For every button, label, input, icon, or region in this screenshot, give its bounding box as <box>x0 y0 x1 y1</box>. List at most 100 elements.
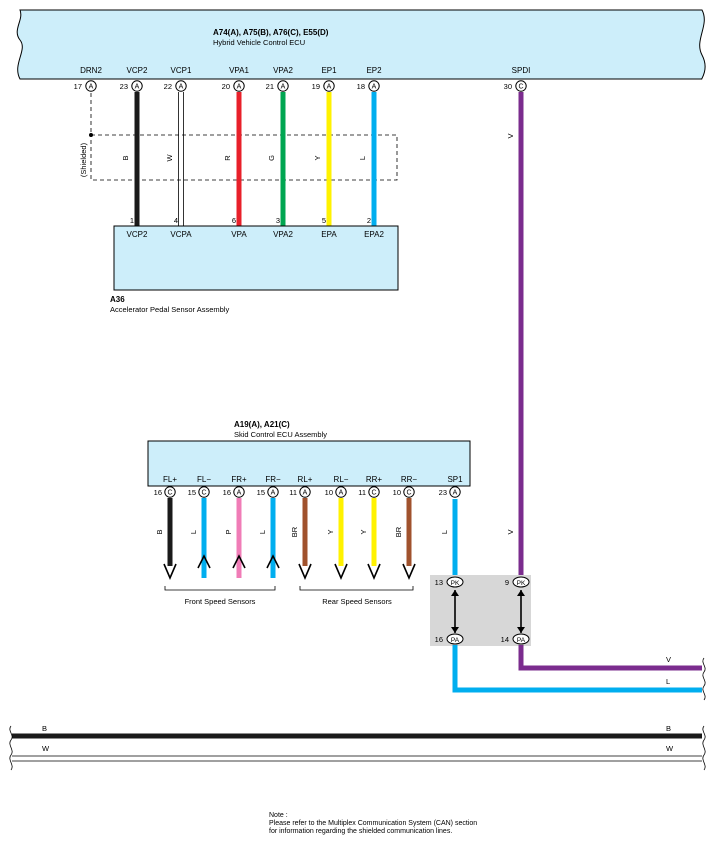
right-wire-l-code: L <box>666 677 670 686</box>
skid-pin-name: FR− <box>265 475 281 484</box>
junction-conn-pa-left-label: PA <box>451 637 460 644</box>
pedal-pin-number: 5 <box>322 216 326 225</box>
skid-pin-connector-letter: A <box>271 490 276 497</box>
skid-pin-connector <box>368 486 380 498</box>
junction-conn-pk-left-label: PK <box>451 580 460 587</box>
skid-pin-connector <box>233 486 245 498</box>
pedal-wire-b: B <box>121 92 140 226</box>
arrow-up-icon <box>266 554 280 569</box>
pedal-pin-number: 4 <box>174 216 178 225</box>
wire-color-code: B <box>121 155 130 160</box>
wire-color-code: G <box>267 155 276 161</box>
junction-pin-num-14: 14 <box>501 635 509 644</box>
break-mark-right-lower <box>702 725 706 771</box>
pedal-pin-name: EPA2 <box>364 230 384 239</box>
skid-pin-connector-letter: A <box>453 490 458 497</box>
hv-pin-connector-letter: A <box>237 84 242 91</box>
hv-pin-connector-letter: A <box>135 84 140 91</box>
skid-wire-color-code: Y <box>359 529 368 534</box>
wire-color-code: L <box>358 156 367 160</box>
pedal-sensor-box <box>113 225 399 291</box>
junction-arrow-right-up <box>517 590 525 596</box>
note-heading: Note : <box>269 812 288 819</box>
skid-pin-number: 11 <box>289 488 297 497</box>
note-line-2: for information regarding the shielded c… <box>269 828 452 835</box>
hv-pin-name: VPA1 <box>229 66 249 75</box>
right-wire-l <box>452 645 702 693</box>
pedal-wire-l: L <box>358 92 377 226</box>
shielded-label: (Shielded) <box>79 142 88 177</box>
pedal-pin-name: EPA <box>321 230 337 239</box>
pedal-pin-name: VPA2 <box>273 230 293 239</box>
skid-wire-color-code: L <box>258 530 267 534</box>
hv-pin-connector <box>323 80 335 92</box>
junction-pin-num-13: 13 <box>435 578 443 587</box>
hv-pin-name: VCP1 <box>171 66 192 75</box>
skid-wire-color-code: L <box>189 530 198 534</box>
spdi-wire-code: V <box>506 133 515 138</box>
hv-pin-name: SPDI <box>512 66 531 75</box>
hv-pin-connector <box>85 80 97 92</box>
hv-pin-connector-letter: A <box>327 84 332 91</box>
hv-pin-number: 17 <box>74 82 82 91</box>
bus-wire-w-code-left: W <box>42 744 50 753</box>
right-wire-v <box>518 645 702 671</box>
hv-pin-connector-letter: A <box>372 84 377 91</box>
skid-pin-name: FR+ <box>231 475 247 484</box>
skid-pin-connector <box>403 486 415 498</box>
skid-pin-connector <box>267 486 279 498</box>
skid-pin-connector <box>335 486 347 498</box>
hv-pin-connector-letter: C <box>518 84 523 91</box>
hv-pin-connector <box>368 80 380 92</box>
rear-sensor-group: Rear Speed Sensors <box>299 586 414 606</box>
pedal-pin-number: 1 <box>130 216 134 225</box>
shield-box <box>90 134 398 181</box>
pedal-pin-name: VCP2 <box>127 230 148 239</box>
hv-pin-name: VPA2 <box>273 66 293 75</box>
skid-wire-color-code: BR <box>290 526 299 537</box>
hv-pin-connector-letter: A <box>281 84 286 91</box>
junction-conn-pk-right <box>512 576 530 588</box>
junction-conn-pk-left <box>446 576 464 588</box>
skid-wire-color-code: P <box>224 529 233 534</box>
arrow-down-icon <box>298 563 312 581</box>
pedal-pin-name: VPA <box>231 230 247 239</box>
pedal-pin-name: VCPA <box>170 230 192 239</box>
rear-speed-sensors-label: Rear Speed Sensors <box>322 597 392 606</box>
hv-pin-number: 20 <box>222 82 230 91</box>
shield-dot <box>89 133 93 137</box>
skid-pin-connector-letter: C <box>406 490 411 497</box>
skid-pin-connector <box>198 486 210 498</box>
bus-wire-b-code-right: B <box>666 724 671 733</box>
break-mark-right-upper <box>702 657 706 701</box>
skid-ecu-code: A19(A), A21(C) <box>234 420 290 429</box>
pedal-wire-y: Y <box>313 92 332 226</box>
skid-pin-number: 23 <box>439 488 447 497</box>
pedal-pin-number: 3 <box>276 216 280 225</box>
wire-color-code: Y <box>313 155 322 160</box>
skid-pin-name: RL− <box>334 475 349 484</box>
arrow-down-icon <box>402 563 416 581</box>
bus-wire-w-code-right: W <box>666 744 674 753</box>
skid-pin-connector-letter: A <box>303 490 308 497</box>
skid-pin-name: RR+ <box>366 475 383 484</box>
right-wires: V L <box>452 645 706 701</box>
pedal-sensor-code: A36 <box>110 295 125 304</box>
hv-pin-number: 22 <box>164 82 172 91</box>
sp1-wire: L <box>440 499 458 578</box>
front-sensor-group: Front Speed Sensors <box>164 586 276 606</box>
pedal-pin-number: 2 <box>367 216 371 225</box>
